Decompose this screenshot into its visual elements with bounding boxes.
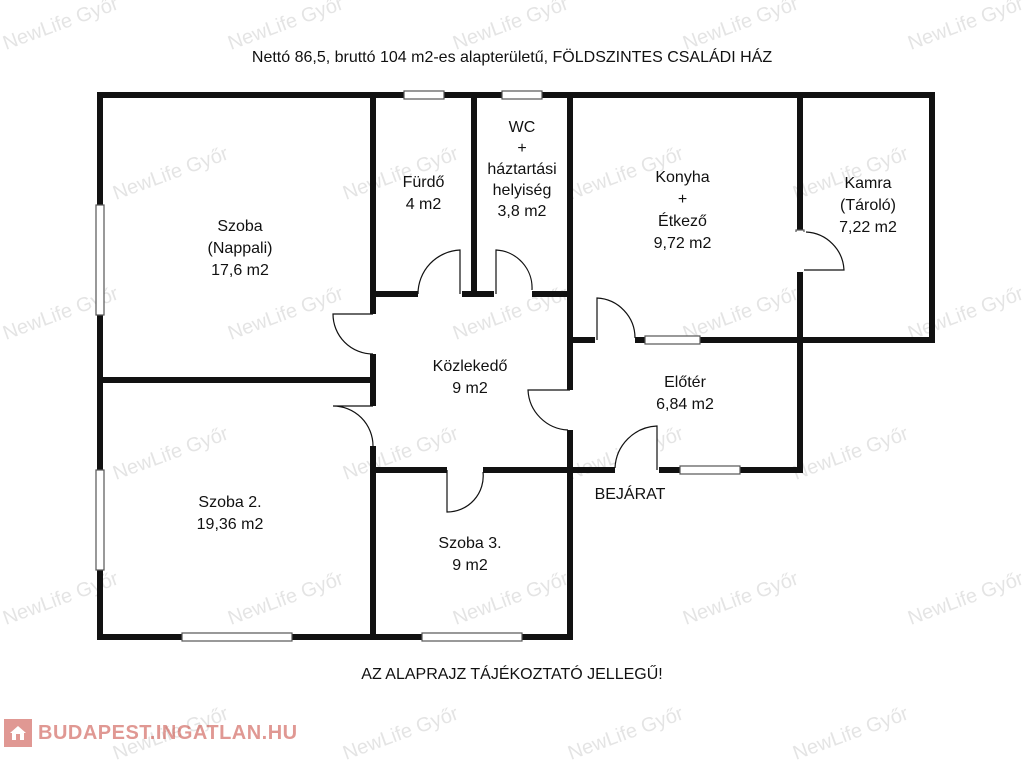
window-konyha-bottom (644, 335, 701, 345)
room-label-wc: WC + háztartási helyiség 3,8 m2 (487, 119, 557, 220)
window-eloter-bottom (679, 465, 741, 475)
door-kamra (804, 231, 845, 271)
window-szoba2-left (95, 469, 105, 571)
door-wc (495, 249, 533, 294)
room-label-szoba: Szoba (Nappali) 17,6 m2 (207, 218, 273, 279)
room-label-szoba2: Szoba 2. 19,36 m2 (196, 494, 264, 533)
house-icon (4, 719, 32, 747)
room-label-kozlekedo: Közlekedő 9 m2 (432, 358, 508, 397)
window-furdo (403, 90, 445, 100)
door-kozlekedo (527, 389, 570, 431)
room-label-kamra: Kamra (Tároló) 7,22 m2 (839, 175, 897, 236)
door-furdo (417, 249, 461, 295)
room-label-eloter: Előtér 6,84 m2 (656, 374, 714, 413)
window-szoba2-bottom (181, 632, 293, 642)
site-logo[interactable]: BUDAPEST.INGATLAN.HU (4, 718, 298, 748)
room-label-szoba3: Szoba 3. 9 m2 (438, 535, 502, 574)
room-label-konyha: Konyha + Étkező 9,72 m2 (653, 169, 712, 252)
room-label-furdo: Fürdő 4 m2 (402, 174, 445, 213)
door-szoba (332, 313, 374, 355)
door-bejarat (614, 425, 658, 470)
entrance-label: BEJÁRAT (594, 486, 666, 503)
site-logo-text: BUDAPEST.INGATLAN.HU (38, 721, 298, 744)
door-konyha (596, 297, 636, 340)
window-szoba-left (95, 204, 105, 316)
door-szoba3 (446, 470, 484, 513)
disclaimer: AZ ALAPRAJZ TÁJÉKOZTATÓ JELLEGŰ! (361, 666, 663, 683)
door-szoba2 (332, 405, 374, 447)
window-wc (501, 90, 543, 100)
doors (332, 231, 845, 513)
plan-title: Nettó 86,5, bruttó 104 m2-es alapterület… (251, 49, 773, 66)
window-szoba3-bottom (421, 632, 523, 642)
